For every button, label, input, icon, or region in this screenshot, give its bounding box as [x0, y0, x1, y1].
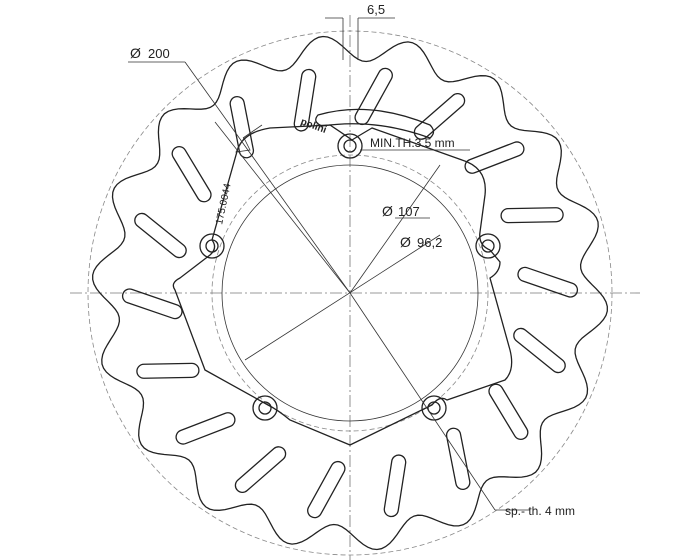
- disc-wavy-outer-edge: [92, 35, 608, 551]
- center-hole-value: 96,2: [417, 235, 442, 250]
- cooling-slot: [517, 266, 579, 298]
- bolt-hole-right: [475, 233, 501, 259]
- slot-width-dimension: 6,5: [367, 2, 385, 17]
- thickness-note: sp.- th. 4 mm: [505, 504, 575, 518]
- bolt-hole-bottom-left: [252, 395, 278, 421]
- cooling-slot: [500, 207, 564, 224]
- bolt-hole-top: [337, 133, 363, 159]
- bolt-hole-left: [199, 233, 225, 259]
- cooling-slot: [307, 460, 346, 519]
- cooling-slot: [413, 92, 466, 140]
- outer-reference-circle: [87, 30, 613, 556]
- mounting-bolt-holes: [199, 133, 501, 421]
- cooling-slot: [354, 67, 393, 126]
- bolt-circle-value: 107: [398, 204, 420, 219]
- cooling-slot: [383, 454, 407, 518]
- bolt-circle: [211, 154, 489, 432]
- diameter-symbol-200: Ø: [130, 45, 141, 61]
- part-number-label: 175.0044: [214, 182, 234, 226]
- outer-diameter-value: 200: [148, 46, 170, 61]
- cooling-slot: [513, 327, 566, 374]
- bolt-circle-label: Ø 107: [382, 203, 420, 219]
- diameter-symbol-96: Ø: [400, 234, 411, 250]
- center-hole-label: Ø 96,2: [400, 234, 442, 250]
- cooling-slot: [171, 145, 212, 203]
- cooling-slot: [229, 95, 255, 159]
- cooling-slot: [121, 288, 183, 320]
- cooling-slot: [136, 362, 200, 379]
- cooling-slot: [175, 412, 236, 445]
- brand-logo: polini: [299, 116, 328, 136]
- cooling-slots: [121, 67, 579, 519]
- cooling-slot: [445, 427, 471, 491]
- curved-slot-top: [315, 108, 435, 139]
- cooling-slot: [234, 446, 287, 494]
- inner-carrier-profile: [172, 124, 513, 446]
- center-hole-circle: [221, 164, 479, 422]
- diameter-symbol-107: Ø: [382, 203, 393, 219]
- centerlines: [70, 15, 640, 560]
- dimension-lines: [128, 17, 530, 511]
- outer-diameter-label: Ø 200: [130, 45, 170, 61]
- bolt-hole-bottom-right: [421, 395, 447, 421]
- cooling-slot: [134, 212, 187, 259]
- cooling-slot: [293, 68, 317, 132]
- cooling-slot: [464, 141, 525, 174]
- cooling-slot: [488, 383, 529, 441]
- min-thickness-label: MIN.TH.3.5 mm: [370, 136, 455, 150]
